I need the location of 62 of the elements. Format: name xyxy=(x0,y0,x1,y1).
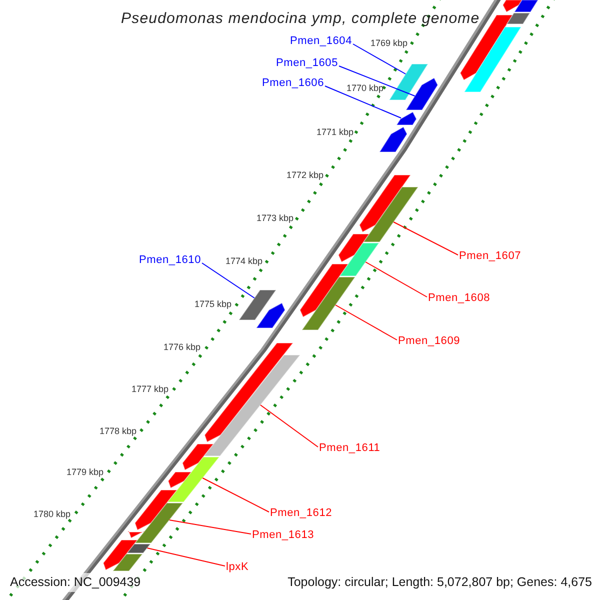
gene-label: Pmen_1605 xyxy=(276,55,338,71)
gene-feature xyxy=(255,302,286,328)
gene-feature xyxy=(134,502,184,544)
gene-feature xyxy=(362,186,420,242)
gene-feature xyxy=(204,342,294,443)
gene-feature xyxy=(182,444,215,471)
gene-label: Pmen_1612 xyxy=(270,505,332,521)
tick-label: 1778 kbp xyxy=(99,426,137,436)
leader-line xyxy=(338,66,416,96)
tick-label: 1780 kbp xyxy=(33,509,71,519)
gene-feature xyxy=(166,456,220,502)
leader-line xyxy=(168,520,252,534)
gene-feature xyxy=(299,264,350,318)
gene-feature xyxy=(338,234,370,263)
map-title: Pseudomonas mendocina ymp, complete genome xyxy=(121,9,480,29)
tick-label: 1776 kbp xyxy=(163,342,201,352)
gene-feature xyxy=(405,77,438,110)
leader-line xyxy=(202,262,255,298)
gene-feature xyxy=(203,354,302,456)
gene-label: Pmen_1611 xyxy=(319,440,380,456)
gene-feature xyxy=(301,276,356,330)
tick-label: 1777 kbp xyxy=(131,384,169,394)
gene-feature xyxy=(388,64,429,100)
gene-label: Pmen_1604 xyxy=(290,33,352,49)
leader-line xyxy=(202,478,270,512)
gene-feature xyxy=(126,530,146,539)
gene-feature xyxy=(134,490,178,531)
gene-label: Pmen_1608 xyxy=(428,290,490,306)
leader-line xyxy=(335,304,398,340)
leader-line xyxy=(352,44,406,74)
gene-feature xyxy=(506,12,531,24)
gene-feature xyxy=(102,540,139,571)
gene-feature xyxy=(358,174,412,233)
leader-line xyxy=(365,262,428,298)
tick-label: 1772 kbp xyxy=(286,170,324,180)
gene-label: Pmen_1606 xyxy=(262,75,324,91)
accession-text: Accession: NC_009439 xyxy=(8,573,143,592)
leader-line xyxy=(260,404,318,448)
gene-feature xyxy=(514,0,539,12)
tick-label: 1770 kbp xyxy=(346,83,384,93)
gene-label: Pmen_1610 xyxy=(138,252,201,268)
gene-label: Pmen_1607 xyxy=(459,248,522,264)
leader-line xyxy=(393,222,458,256)
leader-line xyxy=(324,86,402,118)
gene-label: Pmen_1613 xyxy=(252,527,314,543)
tick-label: 1773 kbp xyxy=(256,213,294,223)
tick-label: 1769 kbp xyxy=(370,38,408,48)
leader-line xyxy=(146,548,226,566)
gene-label: Pmen_1609 xyxy=(398,333,460,349)
gene-feature xyxy=(378,126,408,152)
tick-label: 1779 kbp xyxy=(66,467,104,477)
gene-feature xyxy=(338,242,380,276)
gene-feature xyxy=(168,472,192,489)
gene-feature xyxy=(502,0,523,13)
gene-feature xyxy=(126,544,152,554)
tick-label: 1774 kbp xyxy=(225,256,263,266)
gene-feature xyxy=(463,26,522,92)
tick-label: 1775 kbp xyxy=(194,299,232,309)
gene-feature xyxy=(396,111,417,126)
gene-feature xyxy=(238,290,277,320)
tick-label: 1771 kbp xyxy=(316,127,354,137)
gene-label: lpxK xyxy=(226,559,249,575)
